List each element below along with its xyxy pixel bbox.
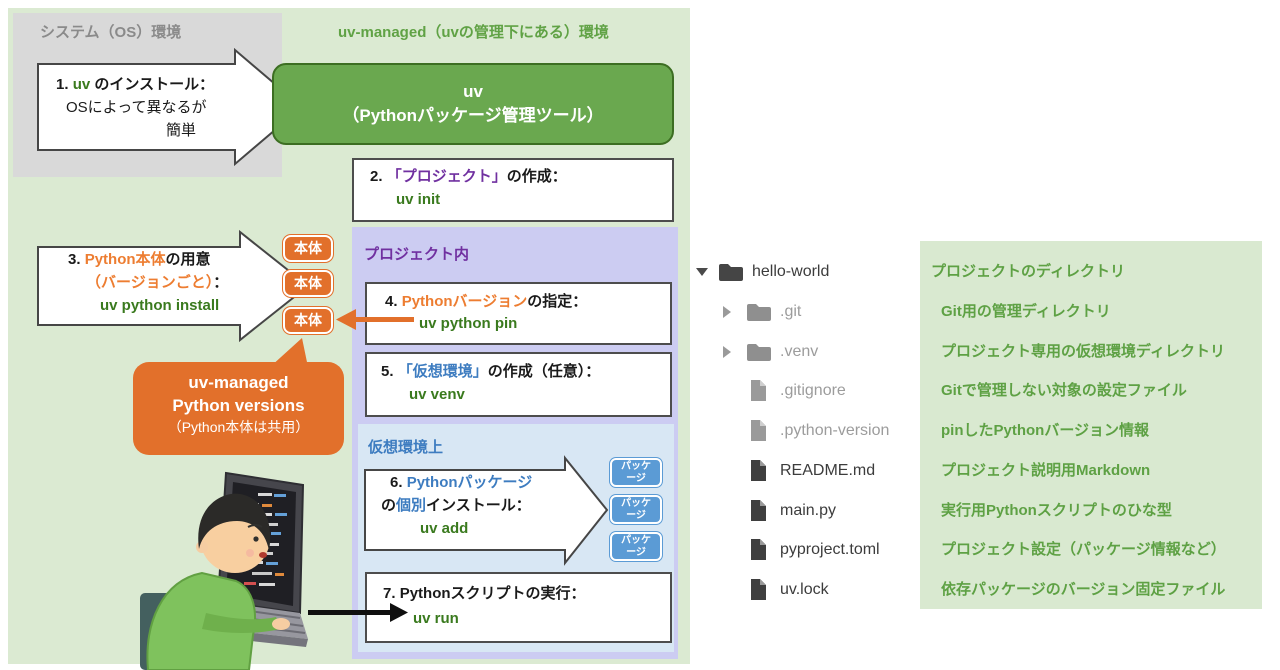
panel-row: Git用の管理ディレクトリ <box>941 303 1111 320</box>
step6-text-line1: 6. Pythonパッケージ <box>390 474 533 491</box>
step3-arrow <box>37 229 310 343</box>
file-icon <box>751 500 766 521</box>
step5-box <box>365 352 672 417</box>
descriptions-panel <box>920 241 1262 609</box>
step2-command: uv init <box>396 191 441 208</box>
panel-row: Gitで管理しない対象の設定ファイル <box>941 382 1187 399</box>
panel-row: 実行用Pythonスクリプトのひな型 <box>941 502 1172 519</box>
step4-command: uv python pin <box>419 315 518 332</box>
programmer-illustration <box>140 471 308 670</box>
tree-row[interactable]: README.md <box>0 457 905 485</box>
file-icon <box>751 579 766 600</box>
tree-row[interactable]: .venv <box>0 338 905 366</box>
uv-tool-name: uv <box>463 82 483 101</box>
step4-box <box>365 282 672 345</box>
tree-item-label[interactable]: .gitignore <box>780 382 846 399</box>
tree-item-label[interactable]: .python-version <box>780 422 890 439</box>
step3-text-line1: 3. Python本体の用意 <box>68 251 211 268</box>
panel-row: 依存パッケージのバージョン固定ファイル <box>941 581 1226 598</box>
step3-command: uv python install <box>100 297 220 314</box>
step4-text-line1: 4. Pythonバージョンの指定： <box>385 293 588 310</box>
panel-row: pinしたPythonバージョン情報 <box>941 422 1150 439</box>
python-runtime-badge: 本体 <box>283 270 333 297</box>
tree-row[interactable]: .python-version <box>0 417 905 445</box>
tree-item-label[interactable]: pyproject.toml <box>780 541 880 558</box>
tree-item-label[interactable]: .venv <box>780 343 819 360</box>
chevron-down-icon[interactable] <box>696 268 708 276</box>
file-icon <box>751 380 766 401</box>
tree-row[interactable]: hello-world <box>0 258 905 286</box>
os-env-label: システム（OS）環境 <box>40 24 182 41</box>
bubble-tail <box>270 338 308 367</box>
tree-item-label[interactable]: hello-world <box>752 263 830 280</box>
file-icon <box>751 539 766 560</box>
python-runtime-badge: 本体 <box>283 235 333 262</box>
chevron-right-icon[interactable] <box>723 346 731 358</box>
python-runtime-badge: 本体 <box>283 307 333 334</box>
file-icon <box>751 420 766 441</box>
panel-row: プロジェクト設定（パッケージ情報など） <box>941 541 1226 558</box>
step7-box <box>365 572 672 643</box>
package-badge: パッケージ <box>610 458 662 487</box>
uv-env-label: uv-managed（uvの管理下にある）環境 <box>338 24 609 41</box>
step3-text-line2: （バージョンごと）： <box>86 274 229 291</box>
pin-arrow <box>336 309 414 330</box>
bubble-line3: （Python本体は共用） <box>167 419 310 435</box>
tree-row[interactable]: pyproject.toml <box>0 536 905 564</box>
uv-python-versions-bubble: uv-managed Python versions （Python本体は共用） <box>133 362 344 455</box>
step5-command: uv venv <box>409 386 465 403</box>
tree-item-label[interactable]: .git <box>780 303 802 320</box>
file-icon <box>751 460 766 481</box>
panel-row: プロジェクト説明用Markdown <box>941 462 1151 479</box>
step1-arrow <box>37 48 304 167</box>
chevron-right-icon[interactable] <box>723 306 731 318</box>
bubble-line2: Python versions <box>172 396 305 415</box>
step1-text-line1: 1. uv のインストール： <box>56 76 215 93</box>
folder-icon <box>719 264 743 281</box>
folder-icon <box>747 344 771 361</box>
tree-row[interactable]: .git <box>0 298 905 326</box>
step6-text-line2: の個別インストール： <box>381 497 531 514</box>
tree-row[interactable]: uv.lock <box>0 576 905 604</box>
uv-tool-box: uv （Pythonパッケージ管理ツール） <box>272 63 674 145</box>
package-badge: パッケージ <box>610 532 662 561</box>
step6-arrow <box>364 455 609 566</box>
tree-item-label[interactable]: README.md <box>780 462 876 479</box>
project-area-label: プロジェクト内 <box>364 246 470 263</box>
bubble-line1: uv-managed <box>188 373 289 392</box>
venv-area-label: 仮想環境上 <box>368 439 444 456</box>
step6-command: uv add <box>420 520 469 537</box>
folder-icon <box>747 304 771 321</box>
step5-text-line1: 5. 「仮想環境」の作成（任意）： <box>381 363 601 380</box>
step7-text-line1: 7. Pythonスクリプトの実行： <box>383 585 586 602</box>
run-arrow <box>308 603 408 622</box>
step7-command: uv run <box>413 610 459 627</box>
step2-box <box>352 158 674 222</box>
tree-row[interactable]: main.py <box>0 497 905 525</box>
panel-row: プロジェクトのディレクトリ <box>931 263 1125 280</box>
step1-text-line3: 簡単 <box>166 122 197 139</box>
tree-row[interactable]: .gitignore <box>0 377 905 405</box>
tree-item-label[interactable]: main.py <box>780 502 837 519</box>
tree-item-label[interactable]: uv.lock <box>780 581 829 598</box>
step1-text-line2: OSによって異なるが <box>66 99 207 116</box>
package-badge: パッケージ <box>610 495 662 524</box>
step2-text-line1: 2. 「プロジェクト」の作成： <box>370 168 567 185</box>
panel-row: プロジェクト専用の仮想環境ディレクトリ <box>941 343 1225 360</box>
uv-tool-subtitle: （Pythonパッケージ管理ツール） <box>342 106 604 125</box>
